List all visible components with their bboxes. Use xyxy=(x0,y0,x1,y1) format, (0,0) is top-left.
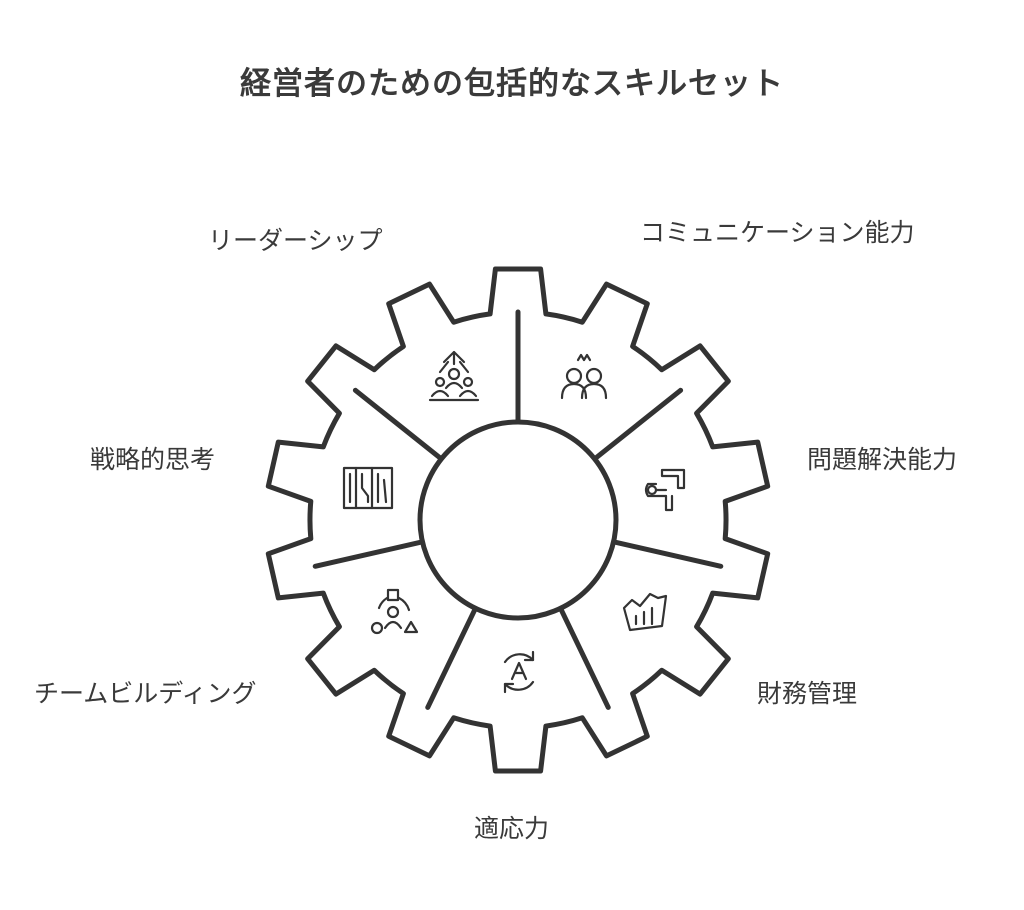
label-adaptability: 適応力 xyxy=(474,814,550,843)
gear-hub xyxy=(417,419,619,621)
people-talking-icon xyxy=(560,353,608,400)
leadership-icon xyxy=(428,350,480,402)
team-network-icon xyxy=(370,588,419,635)
segment-divider xyxy=(592,387,684,462)
segment-divider xyxy=(352,387,444,462)
label-problem-solving: 問題解決能力 xyxy=(807,445,958,474)
financial-chart-icon xyxy=(622,592,668,632)
label-financial-management: 財務管理 xyxy=(757,679,858,708)
segment-divider xyxy=(425,605,478,710)
label-strategic-thinking: 戦略的思考 xyxy=(90,445,216,474)
label-leadership: リーダーシップ xyxy=(208,226,383,255)
boomerang-path-icon xyxy=(644,468,686,512)
strategy-panels-icon xyxy=(342,466,394,510)
diagram-title: 経営者のための包括的なスキルセット xyxy=(240,66,784,102)
segment-dividers xyxy=(312,309,724,710)
segment-divider xyxy=(611,539,724,569)
adapt-cycle-icon xyxy=(503,650,535,694)
segment-divider xyxy=(558,605,611,710)
label-communication: コミュニケーション能力 xyxy=(640,218,915,247)
segment-divider xyxy=(312,539,425,569)
label-team-building: チームビルディング xyxy=(34,679,257,708)
